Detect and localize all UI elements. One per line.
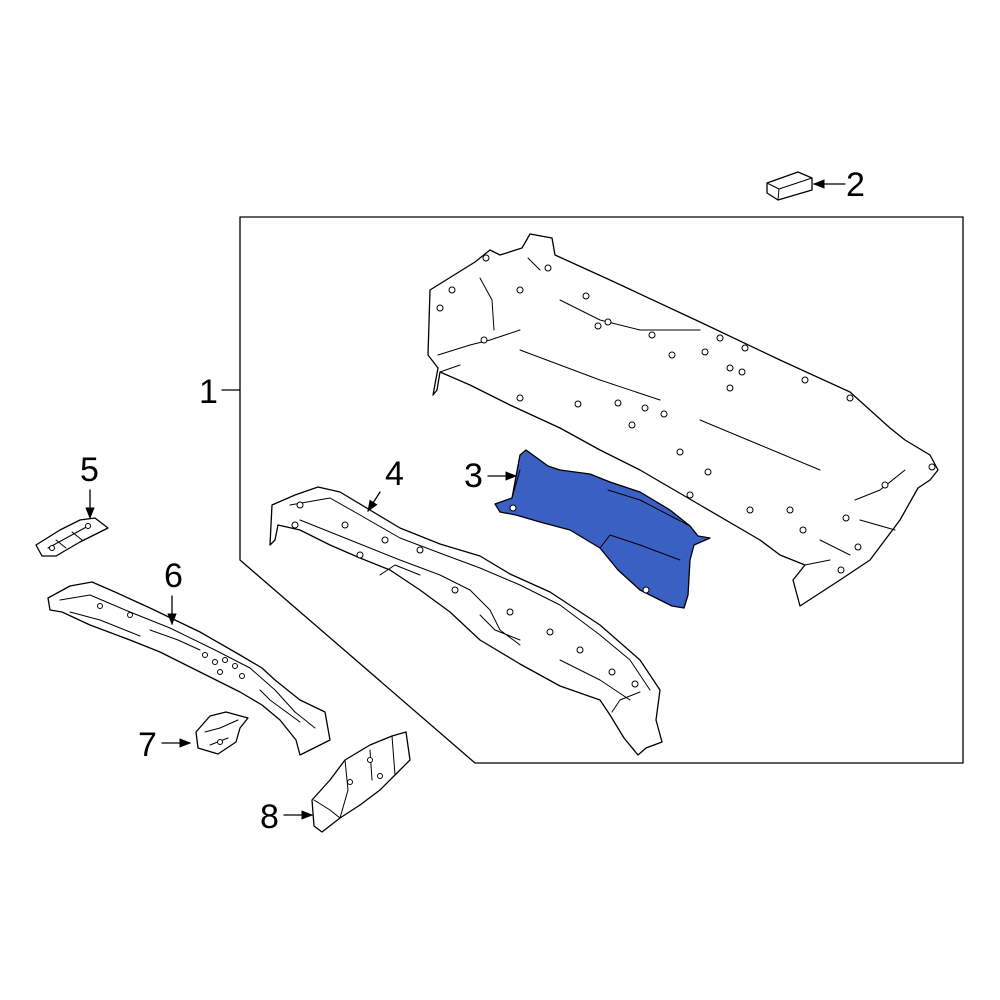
part-3-fill	[494, 449, 711, 609]
callout-label-5: 5	[80, 451, 99, 489]
part-8-side-bracket[interactable]	[311, 731, 411, 833]
part-6-rail[interactable]	[47, 581, 331, 756]
callout-label-4: 4	[385, 455, 404, 493]
callout-label-8: 8	[260, 798, 279, 836]
part-4-crossmember[interactable]	[269, 486, 663, 756]
part-3-bracket-highlighted[interactable]	[494, 449, 711, 609]
callout-label-7: 7	[138, 726, 157, 764]
callout-arrow-4	[367, 491, 381, 512]
part-2-block[interactable]	[766, 171, 813, 201]
part-1-floor-panel[interactable]	[427, 233, 939, 607]
callout-label-3: 3	[464, 457, 483, 495]
assembly-frame	[239, 216, 964, 764]
callout-label-6: 6	[164, 557, 183, 595]
callout-label-1: 1	[199, 373, 218, 411]
part-7-reinforcement[interactable]	[195, 711, 249, 755]
callout-label-2: 2	[846, 166, 865, 204]
part-5-bracket[interactable]	[35, 517, 109, 557]
